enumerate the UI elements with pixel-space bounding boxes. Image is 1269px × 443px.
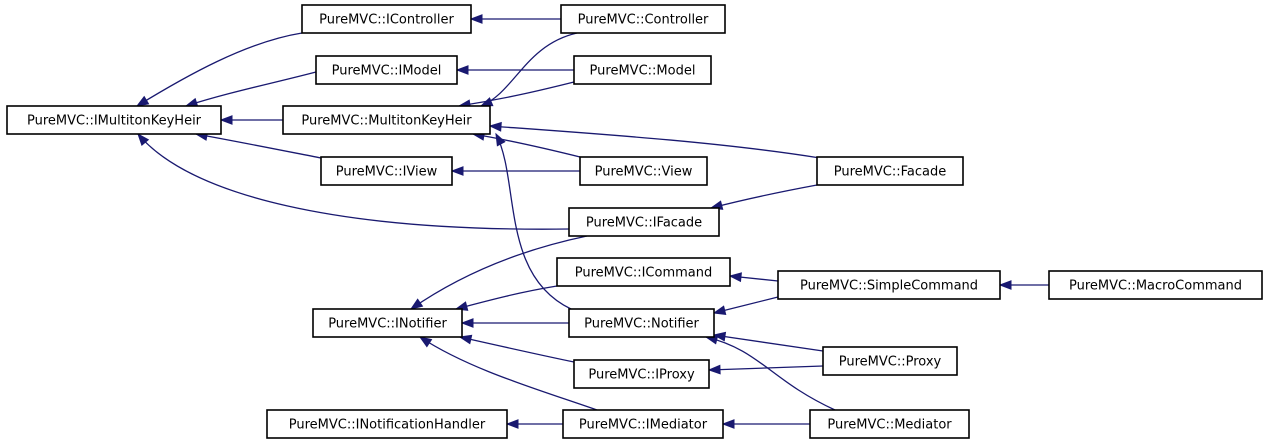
class-node-multitonkeyheir[interactable]: PureMVC::MultitonKeyHeir xyxy=(282,105,491,135)
class-box[interactable] xyxy=(816,156,964,186)
class-node-inotifier[interactable]: PureMVC::INotifier xyxy=(312,308,463,338)
class-node-imodel[interactable]: PureMVC::IModel xyxy=(315,55,458,85)
edge-ifacade-to-inotifier xyxy=(410,235,588,310)
arrowhead-icon xyxy=(450,166,464,176)
class-box[interactable] xyxy=(777,270,1001,300)
edge-facade-to-ifacade xyxy=(710,184,818,209)
class-label[interactable]: PureMVC::IMediator xyxy=(579,418,708,433)
arrowhead-icon xyxy=(505,419,519,429)
edge-model-to-multitonkeyheir xyxy=(458,81,575,107)
class-node-facade[interactable]: PureMVC::Facade xyxy=(816,156,964,186)
class-node-inotificationhandler[interactable]: PureMVC::INotificationHandler xyxy=(266,409,508,439)
class-node-mediator[interactable]: PureMVC::Mediator xyxy=(809,409,970,439)
edge-notifier-to-multitonkeyheir xyxy=(495,133,572,310)
class-node-iview[interactable]: PureMVC::IView xyxy=(320,156,453,186)
class-box[interactable] xyxy=(320,156,453,186)
class-node-imediator[interactable]: PureMVC::IMediator xyxy=(562,409,724,439)
arrowhead-icon xyxy=(721,419,735,429)
arrowhead-icon xyxy=(418,336,433,348)
class-box[interactable] xyxy=(282,105,491,135)
class-box[interactable] xyxy=(573,359,710,389)
class-label[interactable]: PureMVC::Controller xyxy=(578,13,709,28)
class-node-icommand[interactable]: PureMVC::ICommand xyxy=(556,257,731,287)
class-nodes: PureMVC::IMultitonKeyHeir PureMVC::IContr… xyxy=(6,4,1263,439)
class-box[interactable] xyxy=(579,156,708,186)
edge-icontroller-to-imultitonkeyheir xyxy=(136,32,303,107)
class-node-view[interactable]: PureMVC::View xyxy=(579,156,708,186)
class-box[interactable] xyxy=(556,257,731,287)
class-node-controller[interactable]: PureMVC::Controller xyxy=(560,4,726,34)
class-node-imultitonkeyheir[interactable]: PureMVC::IMultitonKeyHeir xyxy=(6,105,222,135)
class-node-notifier[interactable]: PureMVC::Notifier xyxy=(568,308,715,338)
edge-proxy-to-notifier xyxy=(713,334,824,352)
edge-icommand-to-inotifier xyxy=(455,285,558,310)
edge-imodel-to-imultitonkeyheir xyxy=(185,71,317,107)
edge-view-to-multitonkeyheir xyxy=(472,133,585,159)
arrowhead-icon xyxy=(409,298,424,310)
arrowhead-icon xyxy=(495,132,506,147)
class-label[interactable]: PureMVC::Mediator xyxy=(827,418,952,433)
arrowhead-icon xyxy=(137,132,150,146)
class-node-model[interactable]: PureMVC::Model xyxy=(573,55,712,85)
class-label[interactable]: PureMVC::IController xyxy=(319,13,454,28)
arrowhead-icon xyxy=(460,318,474,328)
class-label[interactable]: PureMVC::SimpleCommand xyxy=(800,279,978,294)
class-node-proxy[interactable]: PureMVC::Proxy xyxy=(822,346,958,376)
class-label[interactable]: PureMVC::IView xyxy=(336,165,438,180)
arrowhead-icon xyxy=(135,95,150,107)
arrowhead-icon xyxy=(458,334,473,345)
edge-proxy-to-iproxy xyxy=(708,365,824,371)
arrowhead-icon xyxy=(728,272,742,283)
arrowhead-icon xyxy=(712,305,727,315)
arrowhead-icon xyxy=(469,14,483,24)
class-label[interactable]: PureMVC::MultitonKeyHeir xyxy=(301,114,472,129)
edge-facade-to-multitonkeyheir xyxy=(489,125,821,159)
class-box[interactable] xyxy=(6,105,222,135)
class-label[interactable]: PureMVC::MacroCommand xyxy=(1069,279,1242,294)
class-label[interactable]: PureMVC::IModel xyxy=(332,64,442,79)
class-box[interactable] xyxy=(560,4,726,34)
class-label[interactable]: PureMVC::Proxy xyxy=(839,355,942,370)
class-box[interactable] xyxy=(315,55,458,85)
inheritance-edges xyxy=(135,14,1049,429)
class-box[interactable] xyxy=(568,207,720,237)
class-label[interactable]: PureMVC::Model xyxy=(590,64,696,79)
class-label[interactable]: PureMVC::View xyxy=(595,165,693,180)
class-node-iproxy[interactable]: PureMVC::IProxy xyxy=(573,359,710,389)
class-box[interactable] xyxy=(568,308,715,338)
class-label[interactable]: PureMVC::Facade xyxy=(834,165,946,180)
class-label[interactable]: PureMVC::INotifier xyxy=(328,317,447,332)
class-box[interactable] xyxy=(266,409,508,439)
arrowhead-icon xyxy=(455,65,469,75)
edge-ifacade-to-imultitonkeyheir xyxy=(137,133,570,230)
class-label[interactable]: PureMVC::Notifier xyxy=(584,317,699,332)
class-box[interactable] xyxy=(573,55,712,85)
arrowhead-icon xyxy=(707,364,721,375)
class-box[interactable] xyxy=(1048,270,1263,300)
class-label[interactable]: PureMVC::INotificationHandler xyxy=(289,418,486,433)
class-label[interactable]: PureMVC::IFacade xyxy=(586,216,702,231)
arrowhead-icon xyxy=(219,115,233,125)
class-node-simplecommand[interactable]: PureMVC::SimpleCommand xyxy=(777,270,1001,300)
class-box[interactable] xyxy=(301,4,472,34)
edge-iproxy-to-inotifier xyxy=(459,336,575,363)
class-box[interactable] xyxy=(809,409,970,439)
arrowhead-icon xyxy=(488,121,502,132)
class-node-macrocommand[interactable]: PureMVC::MacroCommand xyxy=(1048,270,1263,300)
class-box[interactable] xyxy=(562,409,724,439)
class-node-ifacade[interactable]: PureMVC::IFacade xyxy=(568,207,720,237)
class-box[interactable] xyxy=(822,346,958,376)
class-label[interactable]: PureMVC::IProxy xyxy=(588,368,695,383)
class-node-icontroller[interactable]: PureMVC::IController xyxy=(301,4,472,34)
edge-mediator-to-notifier xyxy=(705,336,836,411)
class-box[interactable] xyxy=(312,308,463,338)
edge-iview-to-imultitonkeyheir xyxy=(195,133,322,159)
arrowhead-icon xyxy=(712,331,727,342)
edge-imediator-to-inotifier xyxy=(419,336,598,411)
arrowhead-icon xyxy=(998,280,1012,290)
class-label[interactable]: PureMVC::ICommand xyxy=(575,266,713,281)
class-label[interactable]: PureMVC::IMultitonKeyHeir xyxy=(27,114,202,129)
